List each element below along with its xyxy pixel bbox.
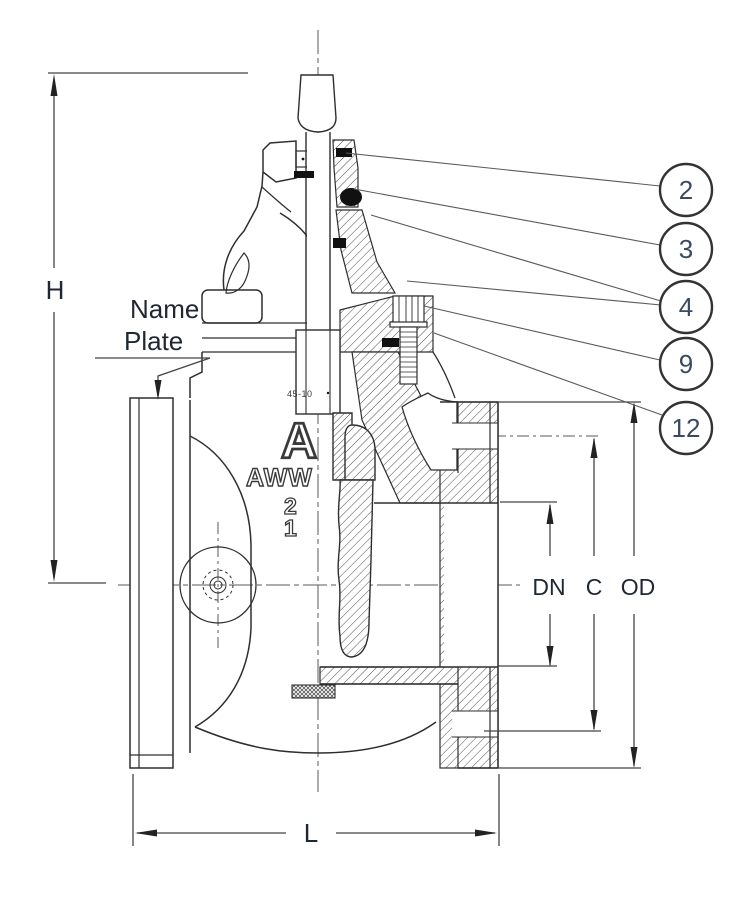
bolt-threads [400, 331, 417, 378]
bolt-washer [389, 321, 428, 328]
c-label: C [586, 574, 603, 600]
balloon-3: 3 [658, 221, 714, 277]
leader-4a [370, 214, 662, 302]
body-outline [129, 140, 499, 769]
seals [294, 148, 399, 395]
bore-bottom-line [320, 666, 498, 685]
cast-logo: A [281, 413, 317, 469]
stem-cap [297, 74, 337, 133]
l-extensions [132, 774, 500, 846]
od-label: OD [621, 574, 656, 600]
stem [305, 132, 331, 330]
yoke-window [225, 252, 250, 294]
leader-4b [406, 280, 662, 306]
dimensions [48, 72, 641, 846]
dn-extensions [497, 501, 557, 667]
seat-rail [291, 684, 336, 699]
leader-2 [345, 152, 661, 187]
boss-dashed-circle [202, 569, 234, 601]
bore-bottom-wall-section [319, 666, 459, 685]
leader-12 [433, 332, 663, 416]
name-plate-leader [95, 357, 211, 382]
cast-markings: 45-10 A AWW 2 1 [245, 389, 318, 542]
bore-opening [444, 503, 498, 667]
hub-exterior [432, 351, 456, 399]
name-plate-line1: Name [130, 294, 199, 324]
od-extensions [498, 401, 641, 769]
bolt-shank [399, 326, 418, 385]
h-label: H [46, 275, 65, 305]
lower-o-ring [333, 238, 346, 248]
wiper-seal [336, 148, 352, 157]
balloon-4-label: 4 [679, 292, 693, 322]
body-barrel [189, 435, 252, 728]
balloon-9-label: 9 [679, 349, 693, 379]
dn-label: DN [532, 574, 565, 600]
cast-row: 1 [284, 515, 297, 541]
boss-center-hole [213, 580, 223, 590]
bolt-hole-top [452, 423, 498, 449]
cast-standard: AWW [246, 464, 313, 492]
leader-9 [423, 305, 661, 361]
body-bottom [194, 721, 437, 754]
balloon-3-label: 3 [679, 234, 693, 264]
balloon-9: 9 [658, 336, 714, 392]
balloons: 2 3 4 9 12 [658, 162, 714, 456]
left-end-flange [129, 397, 174, 769]
ref-dot [326, 391, 330, 395]
stem-o-ring [340, 188, 362, 206]
bolt-hole-bottom [452, 711, 498, 737]
gland-top-piece [262, 140, 297, 183]
stem-sleeve [295, 329, 341, 415]
balloon-12-label: 12 [672, 413, 701, 443]
bonnet-gasket [382, 338, 399, 347]
right-flange-edges [440, 401, 499, 769]
cast-code: 45-10 [287, 389, 313, 399]
bonnet-left-profile [222, 171, 264, 291]
balloon-12: 12 [658, 400, 714, 456]
balloon-2-label: 2 [679, 175, 693, 205]
body-neck-left [189, 352, 203, 398]
balloon-2: 2 [658, 162, 714, 218]
boss-inner-circle [209, 576, 227, 594]
wedge-nut [344, 424, 376, 481]
gland-ear [201, 289, 263, 324]
wedge [337, 479, 374, 658]
bonnet-bolt [389, 295, 428, 385]
stem-gate [291, 74, 376, 699]
body-boss [179, 546, 257, 624]
balloon-leaders [345, 152, 663, 416]
cast-figure: 2 [284, 493, 297, 519]
gland-dot [301, 157, 305, 161]
bolt-hole-lines [452, 422, 498, 738]
l-label: L [304, 818, 318, 848]
bonnet-neck-section [335, 209, 397, 294]
dimension-labels: H DN C OD L Name Plate [46, 275, 656, 848]
bolt-head [392, 295, 425, 326]
packing-band [294, 171, 314, 178]
body-cavity [401, 392, 458, 471]
leader-3 [353, 188, 661, 246]
name-plate-line2: Plate [124, 326, 183, 356]
balloon-4: 4 [658, 279, 714, 335]
